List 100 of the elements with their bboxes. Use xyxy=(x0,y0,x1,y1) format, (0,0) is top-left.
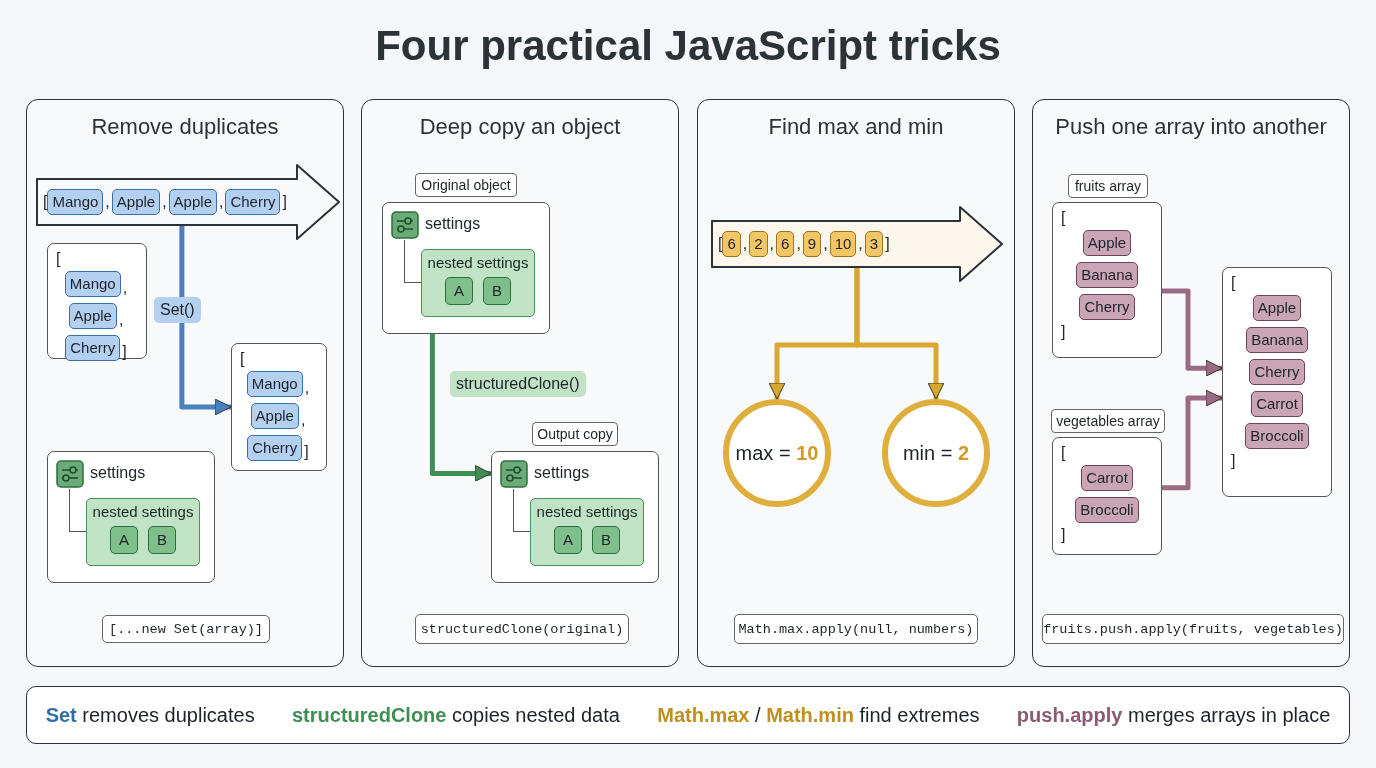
caption-tag: vegetables array xyxy=(1051,409,1165,433)
arrow xyxy=(1162,389,1223,491)
comma: , xyxy=(117,311,125,329)
value-chip: Apple xyxy=(1082,230,1132,256)
bracket: ] xyxy=(1061,526,1067,544)
value-chip: Cherry xyxy=(1249,359,1305,385)
panel xyxy=(1032,99,1350,667)
value-chip: 10 xyxy=(829,231,857,257)
comma: , xyxy=(768,235,776,253)
arrow-band xyxy=(710,205,1004,283)
value-chip: Carrot xyxy=(1251,391,1303,417)
value-chip: Apple xyxy=(250,403,299,429)
bracket: ] xyxy=(281,193,288,211)
value-chip: Mango xyxy=(47,189,104,215)
object-box xyxy=(491,451,659,583)
object-label: settings xyxy=(425,215,481,233)
object-box xyxy=(47,451,215,583)
panel-title: Find max and min xyxy=(767,114,945,140)
value-chip: Apple xyxy=(1252,295,1302,321)
comma: , xyxy=(299,411,307,429)
nested-label: nested settings xyxy=(536,503,638,520)
value-chip: Broccoli xyxy=(1245,423,1309,449)
panel-title: Remove duplicates xyxy=(90,114,280,140)
nested-label: nested settings xyxy=(427,254,529,271)
result-text: max = 10 xyxy=(735,441,819,465)
comma: , xyxy=(218,193,225,211)
value-chip: Cherry xyxy=(65,335,121,361)
arrow xyxy=(179,225,232,416)
value-chip: B xyxy=(592,526,620,554)
value-chip: A xyxy=(445,277,473,305)
panel xyxy=(361,99,679,667)
value-chip: Apple xyxy=(168,189,217,215)
arrow xyxy=(854,267,945,400)
bracket: [ xyxy=(1231,274,1237,292)
code-snippet: [...new Set(array)] xyxy=(102,615,270,643)
value-chip: Mango xyxy=(64,271,121,297)
summary-text: Math.max / Math.min find extremes xyxy=(657,703,980,727)
arrow xyxy=(1162,288,1223,377)
comma: , xyxy=(741,235,749,253)
nested-box xyxy=(421,249,535,317)
bracket: ] xyxy=(1061,323,1067,341)
array-box xyxy=(1052,437,1162,555)
edge-label: structuredClone() xyxy=(450,371,586,397)
arrow xyxy=(429,334,492,482)
value-chip: Cherry xyxy=(225,189,281,215)
bracket: ] xyxy=(884,235,891,253)
nested-label: nested settings xyxy=(92,503,194,520)
summary-text: push.apply merges arrays in place xyxy=(1016,703,1331,727)
value-chip: Banana xyxy=(1076,262,1138,288)
value-chip: Cherry xyxy=(247,435,303,461)
result-text: min = 2 xyxy=(902,441,970,465)
value-chip: Mango xyxy=(246,371,303,397)
comma: , xyxy=(121,279,129,297)
bracket: [ xyxy=(1061,209,1067,227)
code-snippet: Math.max.apply(null, numbers) xyxy=(734,614,978,644)
array-box xyxy=(1222,267,1332,497)
panel xyxy=(697,99,1015,667)
panel-title: Push one array into another xyxy=(1054,114,1328,140)
comma: , xyxy=(795,235,802,253)
bracket: ] xyxy=(121,343,128,361)
value-chip: 2 xyxy=(749,231,768,257)
bracket: ] xyxy=(303,443,310,461)
object-box xyxy=(382,202,550,334)
comma: , xyxy=(857,235,864,253)
bracket: [ xyxy=(240,350,246,368)
summary-bar xyxy=(26,686,1350,744)
panel xyxy=(26,99,344,667)
object-label: settings xyxy=(90,464,146,482)
caption-tag: Original object xyxy=(415,173,517,197)
summary-text: structuredClone copies nested data xyxy=(291,703,620,727)
comma: , xyxy=(822,235,829,253)
value-chip: Banana xyxy=(1246,327,1308,353)
edge-label: Set() xyxy=(154,297,201,323)
arrow-band xyxy=(35,163,341,241)
panel-title: Deep copy an object xyxy=(418,114,622,140)
value-chip: 6 xyxy=(776,231,795,257)
nested-box xyxy=(86,498,200,566)
comma: , xyxy=(161,193,168,211)
code-snippet: fruits.push.apply(fruits, vegetables) xyxy=(1042,614,1344,644)
value-chip: Apple xyxy=(111,189,161,215)
caption-tag: Output copy xyxy=(532,422,618,446)
value-chip: A xyxy=(110,526,138,554)
value-chip: A xyxy=(554,526,582,554)
title: Four practical JavaScript tricks xyxy=(374,22,1002,70)
value-chip: B xyxy=(483,277,511,305)
bracket: [ xyxy=(56,250,62,268)
object-label: settings xyxy=(534,464,590,482)
value-chip: Broccoli xyxy=(1075,497,1139,523)
value-chip: 6 xyxy=(722,231,741,257)
bracket: [ xyxy=(718,235,723,253)
caption-tag: fruits array xyxy=(1068,174,1148,198)
value-chip: Apple xyxy=(68,303,117,329)
bracket: [ xyxy=(1061,444,1067,462)
bracket: ] xyxy=(1231,452,1237,470)
comma: , xyxy=(303,379,311,397)
comma: , xyxy=(104,193,111,211)
value-chip: Carrot xyxy=(1081,465,1133,491)
value-chip: Cherry xyxy=(1079,294,1135,320)
value-chip: B xyxy=(148,526,176,554)
array-box xyxy=(231,343,327,471)
